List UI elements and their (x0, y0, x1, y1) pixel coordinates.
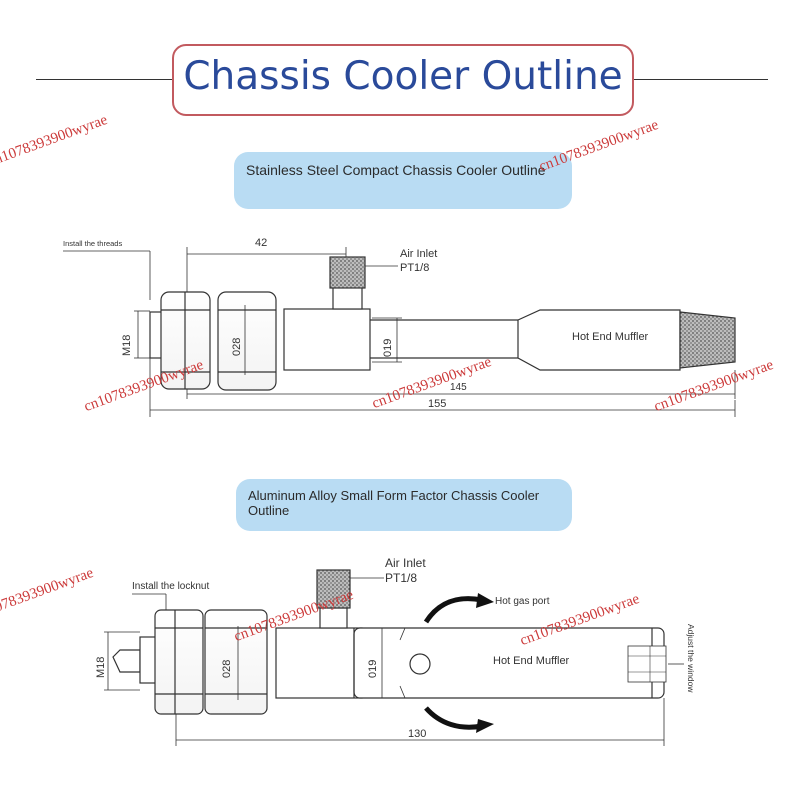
steel-install-note: Install the threads (63, 239, 122, 248)
steel-dim-155: 155 (428, 398, 446, 410)
aluminum-air-inlet: Air Inlet (385, 556, 426, 570)
aluminum-heading-line1: Aluminum Alloy Small Form Factor Chassis… (248, 488, 540, 503)
steel-air-inlet: Air Inlet (400, 248, 437, 260)
aluminum-heading-pill (236, 479, 572, 531)
aluminum-collar (204, 609, 268, 715)
aluminum-dim-28: 028 (221, 660, 233, 678)
aluminum-muffler-label: Hot End Muffler (493, 655, 570, 667)
steel-dim-42: 42 (255, 237, 267, 249)
aluminum-dim-19: 019 (367, 660, 379, 678)
steel-inlet-thread: PT1/8 (400, 262, 429, 274)
title-rule-left (36, 79, 172, 80)
aluminum-locknut (154, 609, 204, 715)
aluminum-nozzle (112, 649, 141, 673)
title-box: Chassis Cooler Outline (172, 44, 634, 116)
steel-heading: Stainless Steel Compact Chassis Cooler O… (246, 162, 546, 178)
aluminum-dim-130: 130 (408, 728, 426, 740)
steel-thread-stub (149, 311, 163, 359)
title-rule-right (634, 79, 768, 80)
aluminum-hot-gas-arrow-top (423, 596, 483, 624)
aluminum-install-note: Install the locknut (132, 581, 209, 592)
aluminum-main-body (275, 627, 363, 699)
steel-dim-28: 028 (231, 338, 243, 356)
steel-dim-19: 019 (382, 339, 394, 357)
steel-inlet-fitting (332, 286, 363, 310)
steel-main-body (283, 308, 371, 371)
page-title: Chassis Cooler Outline (183, 54, 623, 99)
aluminum-heading-line2: Outline (248, 503, 290, 518)
steel-dim-145: 145 (450, 382, 467, 393)
steel-muffler-label: Hot End Muffler (572, 331, 649, 343)
steel-drawing: Install the threads 42 Air Inlet (63, 237, 736, 417)
steel-lock-body (217, 291, 277, 391)
aluminum-dim-m18: M18 (95, 657, 107, 678)
steel-heading-pill (234, 152, 572, 209)
aluminum-vent-hole (409, 653, 431, 675)
steel-muffler-body (517, 309, 681, 371)
steel-muffler-mesh (679, 311, 736, 369)
aluminum-drawing: Install the locknut (95, 556, 696, 746)
aluminum-hot-gas-label: Hot gas port (495, 596, 550, 607)
aluminum-adjust-label: Adjust the window (686, 624, 696, 693)
steel-dim-m18: M18 (121, 335, 133, 356)
aluminum-adjust-window (627, 645, 667, 683)
aluminum-hot-gas-arrow-bottom (424, 706, 483, 730)
aluminum-inlet-thread: PT1/8 (385, 571, 417, 585)
